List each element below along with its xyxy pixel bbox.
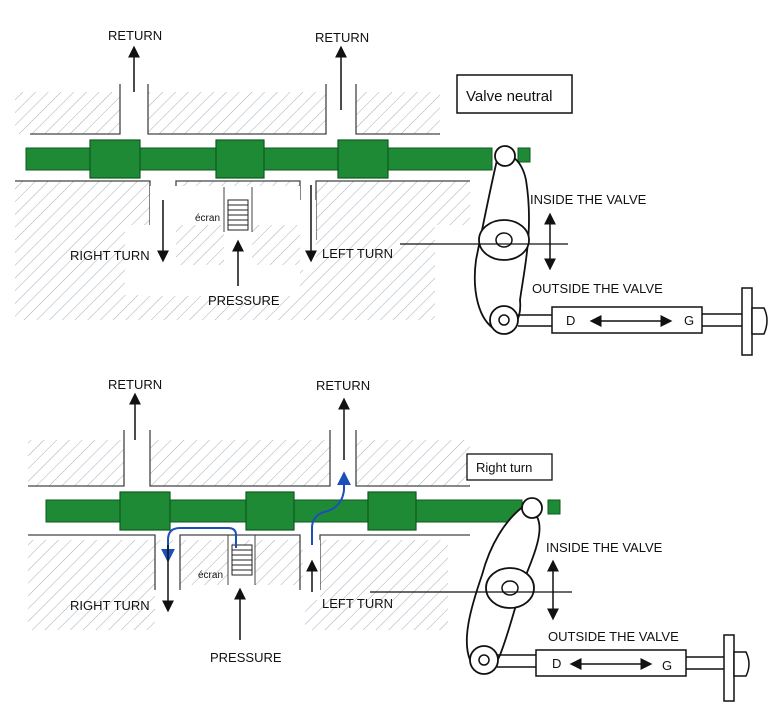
return-label-right: RETURN bbox=[316, 378, 370, 393]
state-label: Right turn bbox=[476, 460, 532, 475]
spool-end-stub bbox=[547, 499, 561, 515]
inside-label: INSIDE THE VALVE bbox=[530, 192, 647, 207]
pressure-label: PRESSURE bbox=[208, 293, 280, 308]
spool-land-3 bbox=[367, 491, 417, 531]
spool-land-2 bbox=[245, 491, 295, 531]
right-turn-label: RIGHT TURN bbox=[70, 598, 150, 613]
g-label: G bbox=[684, 313, 694, 328]
screen-label: écran bbox=[195, 213, 220, 224]
spool-land-1 bbox=[89, 139, 141, 179]
screen-filter bbox=[231, 544, 253, 576]
left-turn-label: LEFT TURN bbox=[322, 246, 393, 261]
left-turn-label: LEFT TURN bbox=[322, 596, 393, 611]
valve-body-upper bbox=[28, 440, 470, 486]
drag-link bbox=[497, 634, 750, 702]
screen-label: écran bbox=[198, 570, 223, 581]
flow-path-return bbox=[311, 471, 351, 545]
outside-label: OUTSIDE THE VALVE bbox=[532, 281, 663, 296]
return-label-left: RETURN bbox=[108, 377, 162, 392]
outside-label: OUTSIDE THE VALVE bbox=[548, 629, 679, 644]
d-label: D bbox=[566, 313, 575, 328]
return-label-right: RETURN bbox=[315, 30, 369, 45]
g-label: G bbox=[662, 658, 672, 673]
spool-land-3 bbox=[337, 139, 389, 179]
right-turn-diagram: RETURN RETURN RIGHT TURN LEFT TURN PRESS… bbox=[28, 377, 750, 702]
pressure-label: PRESSURE bbox=[210, 650, 282, 665]
flow-path-right-turn bbox=[161, 527, 237, 563]
valve-body-upper bbox=[15, 92, 440, 134]
state-label: Valve neutral bbox=[466, 88, 552, 105]
neutral-diagram: RETURN RETURN RIGHT TURN LEFT TURN PRESS… bbox=[15, 28, 768, 356]
pitman-arm bbox=[473, 145, 530, 335]
spool-land-1 bbox=[119, 491, 171, 531]
spool-end-stub bbox=[517, 147, 531, 163]
right-turn-label: RIGHT TURN bbox=[70, 248, 150, 263]
spool-land-2 bbox=[215, 139, 265, 179]
state-box bbox=[456, 74, 573, 114]
state-box bbox=[466, 453, 553, 481]
d-label: D bbox=[552, 656, 561, 671]
inside-label: INSIDE THE VALVE bbox=[546, 540, 663, 555]
return-label-left: RETURN bbox=[108, 28, 162, 43]
pitman-arm bbox=[465, 497, 543, 675]
screen-filter bbox=[227, 199, 249, 231]
